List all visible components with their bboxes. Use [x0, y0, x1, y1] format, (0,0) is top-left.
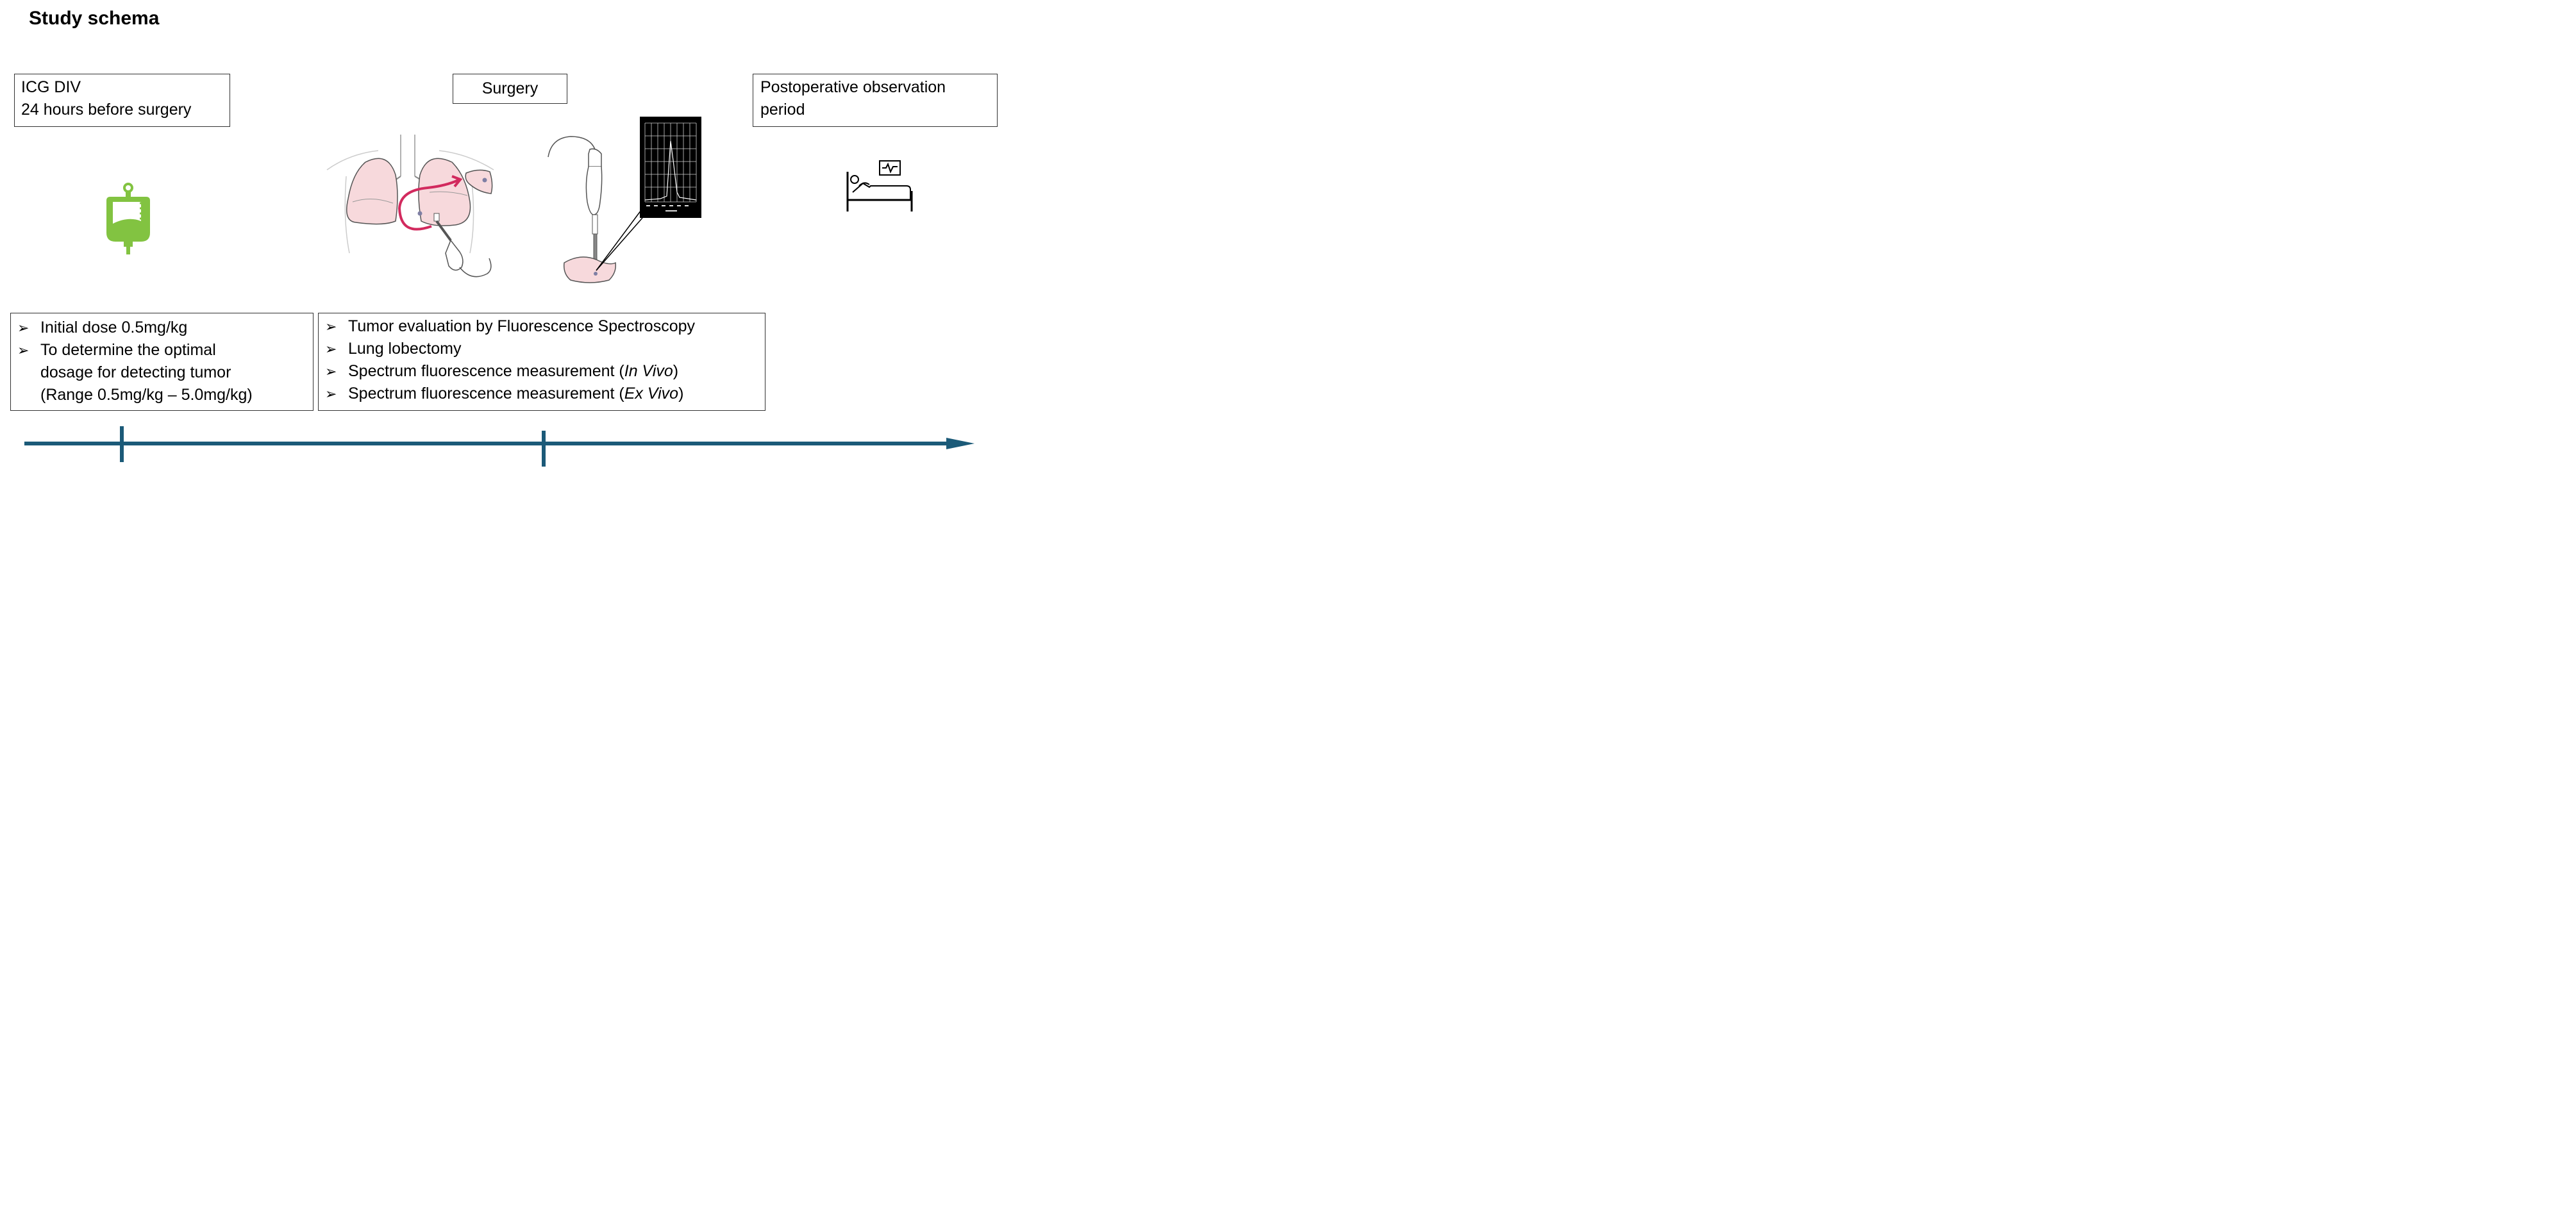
dose-item: ➢ Initial dose 0.5mg/kg — [17, 317, 306, 339]
eval-item: ➢ Lung lobectomy — [325, 338, 758, 360]
lung-surgery-illustration — [326, 135, 494, 278]
dose-item-continuation: (Range 0.5mg/kg – 5.0mg/kg) — [40, 386, 253, 404]
dose-item-text: Initial dose 0.5mg/kg — [40, 319, 188, 336]
dose-item: ➢ To determine the optimal — [17, 339, 306, 361]
icg-div-box: ICG DIV 24 hours before surgery — [14, 74, 230, 127]
eval-text-pre: Spectrum fluorescence measurement ( — [348, 362, 624, 380]
eval-text-em: In Vivo — [624, 362, 673, 380]
bullet-arrow-icon: ➢ — [17, 342, 29, 358]
bullet-arrow-icon: ➢ — [325, 319, 337, 335]
eval-item-text: Spectrum fluorescence measurement (In Vi… — [348, 360, 758, 383]
icg-timing: 24 hours before surgery — [21, 101, 192, 119]
surgery-evaluation-box: ➢ Tumor evaluation by Fluorescence Spect… — [318, 313, 765, 411]
timeline-axis — [24, 426, 974, 467]
eval-text-post: ) — [673, 362, 679, 380]
eval-text-post: ) — [678, 385, 684, 402]
bullet-arrow-icon: ➢ — [325, 363, 337, 379]
postop-line-2: period — [760, 101, 805, 119]
eval-item-text: Lung lobectomy — [348, 340, 462, 358]
dose-item-continuation: dosage for detecting tumor — [40, 363, 231, 381]
eval-text-pre: Spectrum fluorescence measurement ( — [348, 385, 624, 402]
bullet-arrow-icon: ➢ — [17, 320, 29, 336]
surgery-box: Surgery — [453, 74, 567, 104]
eval-text-em: Ex Vivo — [624, 385, 679, 402]
eval-item: ➢ Tumor evaluation by Fluorescence Spect… — [325, 315, 758, 338]
iv-bag-icon — [106, 183, 150, 254]
eval-item: ➢ Spectrum fluorescence measurement (Ex … — [325, 383, 758, 405]
dose-box: ➢ Initial dose 0.5mg/kg ➢ To determine t… — [10, 313, 314, 411]
spectrum-graph-panel — [596, 117, 701, 271]
bullet-arrow-icon: ➢ — [325, 341, 337, 357]
page-title: Study schema — [29, 8, 160, 29]
eval-item: ➢ Spectrum fluorescence measurement (In … — [325, 360, 758, 383]
postoperative-box: Postoperative observation period — [753, 74, 998, 127]
dose-item-text: To determine the optimal — [40, 341, 216, 359]
resected-lobe-icon — [465, 169, 493, 194]
eval-item-text: Tumor evaluation by Fluorescence Spectro… — [348, 317, 696, 335]
eval-item-text: Spectrum fluorescence measurement (Ex Vi… — [348, 383, 758, 405]
bullet-arrow-icon: ➢ — [325, 386, 337, 402]
postop-line-1: Postoperative observation — [760, 78, 946, 96]
surgery-label: Surgery — [481, 79, 539, 97]
icg-label: ICG DIV — [21, 78, 81, 96]
patient-bed-monitor-icon — [846, 160, 913, 212]
